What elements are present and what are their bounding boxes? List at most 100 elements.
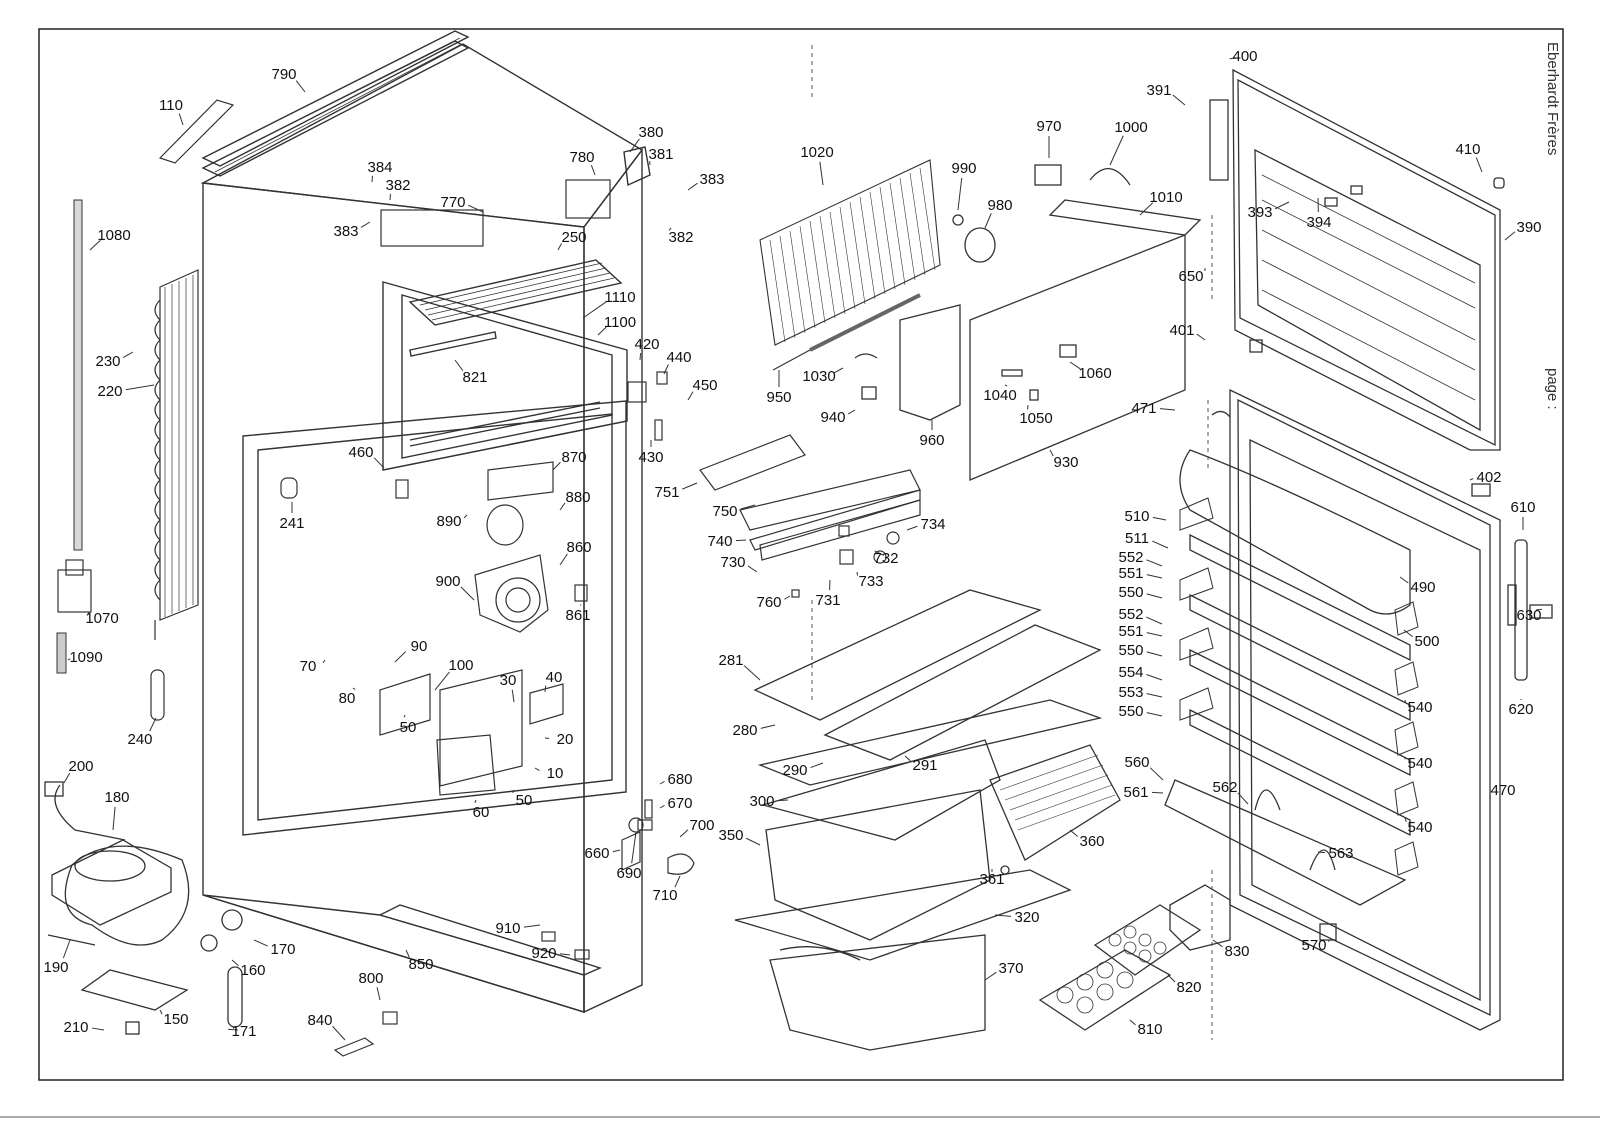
leader-line (559, 553, 568, 566)
callout-label: 110 (159, 97, 183, 114)
callout-label: 840 (307, 1012, 332, 1029)
leader-line (682, 482, 698, 490)
leader-line (1069, 829, 1079, 837)
leader-line (544, 737, 550, 739)
shelves (734, 589, 1231, 1051)
callout-label: 860 (566, 539, 591, 556)
callout-label: 660 (584, 845, 609, 862)
callout-label: 552 (1118, 606, 1143, 623)
callout-label: 393 (1247, 204, 1272, 221)
callout-label: 690 (616, 865, 641, 882)
callout-label: 980 (987, 197, 1012, 214)
leader-line (1146, 593, 1163, 599)
callout-label: 410 (1455, 141, 1480, 158)
callout-label: 10 (547, 765, 564, 782)
callout-label: 450 (692, 377, 717, 394)
callout-label: 180 (104, 789, 129, 806)
leader-line (1146, 674, 1163, 681)
callout-label: 670 (667, 795, 692, 812)
callout-label: 1090 (69, 649, 102, 666)
callout-label: 900 (435, 573, 460, 590)
callout-label: 560 (1124, 754, 1149, 771)
callout-label: 610 (1510, 499, 1535, 516)
callout-label: 380 (638, 124, 663, 141)
leader-line (735, 539, 747, 542)
callout-label: 50 (516, 792, 533, 809)
callout-label: 553 (1118, 684, 1143, 701)
callout-label: 490 (1410, 579, 1435, 596)
leader-line (1146, 616, 1163, 625)
callout-label: 20 (557, 731, 574, 748)
leader-line (1146, 693, 1163, 698)
callout-label: 732 (873, 550, 898, 567)
leader-line (559, 502, 566, 511)
callout-label: 770 (440, 194, 465, 211)
callout-label: 680 (667, 771, 692, 788)
callout-label: 790 (271, 66, 296, 83)
leader-line (1159, 408, 1176, 411)
callout-label: 430 (638, 449, 663, 466)
leader-line (159, 1009, 163, 1015)
callout-label: 830 (1224, 943, 1249, 960)
callout-label: 240 (127, 731, 152, 748)
leader-line (373, 457, 385, 469)
leader-line (122, 351, 134, 359)
callout-label: 40 (546, 669, 563, 686)
callout-label: 390 (1516, 219, 1541, 236)
leader-line (434, 671, 450, 691)
leader-line (89, 239, 101, 251)
callout-label: 384 (367, 159, 392, 176)
leader-line (679, 829, 689, 838)
leader-line (590, 164, 596, 176)
callout-label: 394 (1306, 214, 1331, 231)
leader-line (668, 227, 672, 231)
freezer-door (1209, 68, 1505, 497)
callout-label: 401 (1169, 322, 1194, 339)
callout-label: 361 (979, 871, 1004, 888)
control-panel (699, 434, 921, 598)
callout-label: 731 (815, 592, 840, 609)
leader-line (777, 799, 789, 802)
leader-line (1146, 574, 1163, 579)
callout-label: 290 (782, 762, 807, 779)
callout-label: 540 (1407, 699, 1432, 716)
leader-line (1146, 559, 1163, 567)
callout-label: 200 (68, 758, 93, 775)
edge-text-page: page : (1544, 368, 1561, 410)
leader-line (674, 875, 681, 888)
compressor-parts (44, 781, 243, 1035)
callout-label: 381 (648, 146, 673, 163)
callout-label: 552 (1118, 549, 1143, 566)
leader-line (784, 595, 791, 600)
edge-text-company: Eberhardt Frères (1544, 42, 1561, 155)
callout-label: 1110 (604, 289, 635, 306)
leader-line (1237, 792, 1249, 805)
callout-label: 733 (858, 573, 883, 590)
callout-label: 30 (500, 672, 517, 689)
leader-line (559, 953, 571, 956)
callout-label: 370 (998, 960, 1023, 977)
callout-label: 50 (400, 719, 417, 736)
leader-line (1109, 135, 1124, 166)
leader-line (1146, 651, 1163, 657)
leader-line (125, 384, 155, 391)
callout-label: 250 (561, 229, 586, 246)
callout-label: 170 (270, 941, 295, 958)
callout-label: 1070 (85, 610, 118, 627)
callout-label: 920 (531, 945, 556, 962)
callout-label: 740 (707, 533, 732, 550)
callout-label: 402 (1476, 469, 1501, 486)
callout-label: 500 (1414, 633, 1439, 650)
leader-line (474, 799, 477, 803)
leader-line (1212, 939, 1223, 948)
leader-line (1399, 576, 1409, 584)
leader-line (1049, 449, 1054, 457)
leader-line (1317, 851, 1326, 854)
callout-label: 220 (97, 383, 122, 400)
leader-line (856, 571, 859, 576)
leader-line (1004, 384, 1008, 387)
callout-label: 383 (333, 223, 358, 240)
callout-label: 710 (652, 887, 677, 904)
leader-line (639, 353, 642, 361)
leader-line (557, 243, 563, 251)
